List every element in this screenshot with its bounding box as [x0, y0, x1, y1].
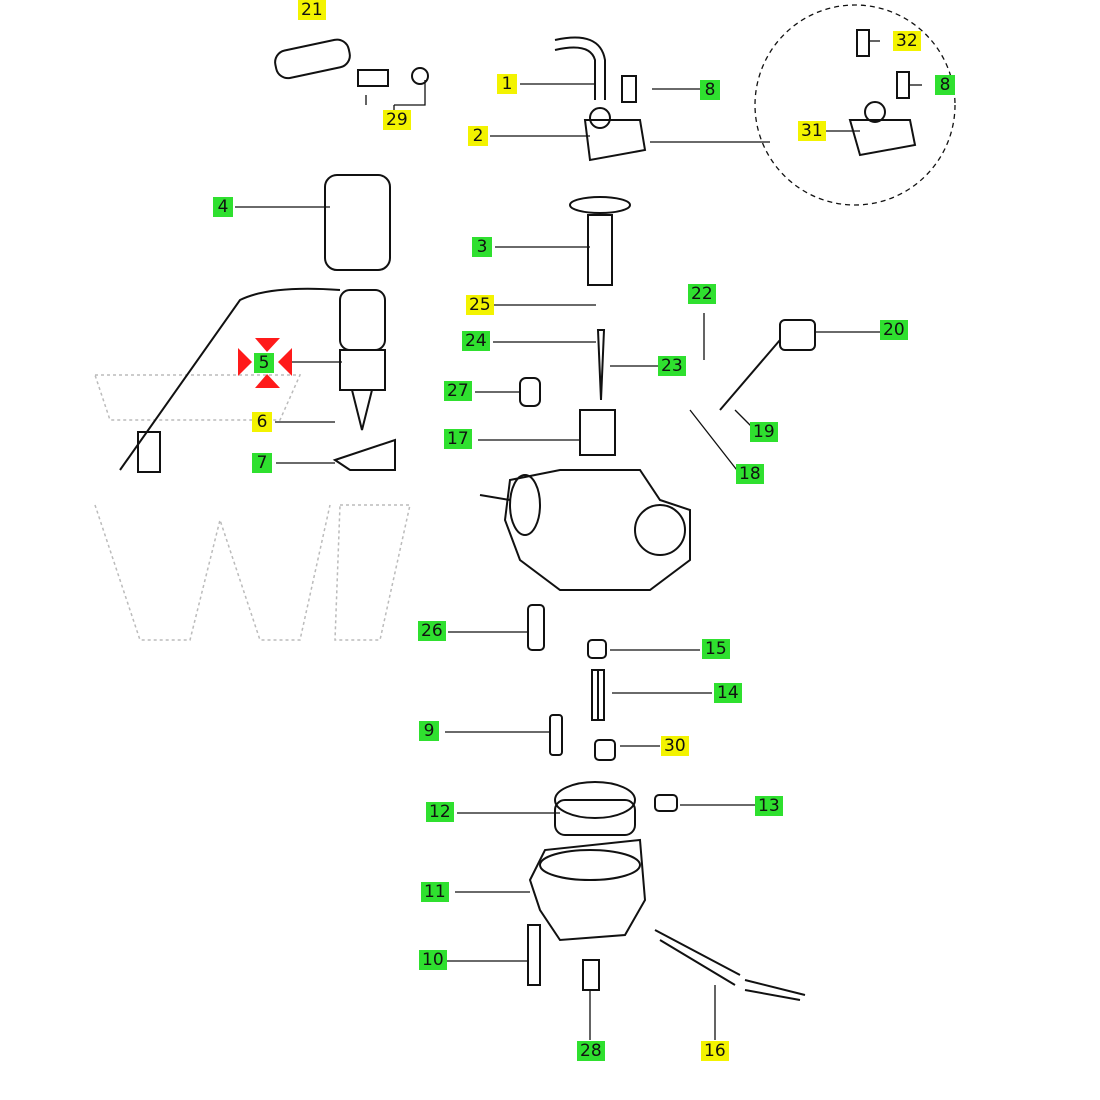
part-8-screw — [621, 75, 637, 103]
part-17-slide — [579, 409, 616, 456]
part-13 — [654, 794, 678, 812]
callout-32: 32 — [893, 31, 921, 51]
callout-18: 18 — [736, 464, 764, 484]
callout-24: 24 — [462, 331, 490, 351]
callout-25: 25 — [466, 295, 494, 315]
callout-17: 17 — [444, 429, 472, 449]
part-4-cap — [324, 174, 391, 271]
callout-12: 12 — [426, 802, 454, 822]
part-14 — [591, 669, 605, 721]
callout-6: 6 — [252, 412, 272, 432]
callout-11: 11 — [421, 882, 449, 902]
callout-28: 28 — [577, 1041, 605, 1061]
callout-1: 1 — [497, 74, 517, 94]
part-12-float — [554, 781, 636, 836]
part-7-bracket — [332, 438, 396, 471]
part-21-grip — [274, 38, 351, 80]
part-30 — [594, 739, 616, 761]
callout-26: 26 — [418, 621, 446, 641]
callout-27: 27 — [444, 381, 472, 401]
part-15 — [587, 639, 607, 659]
detail-circle — [754, 4, 956, 206]
part-31-valve — [848, 101, 917, 157]
part-1-hose — [554, 36, 606, 100]
part-20-cable — [719, 319, 816, 411]
callout-31: 31 — [798, 121, 826, 141]
part-29-screw — [357, 67, 429, 87]
callout-5: 5 — [254, 353, 274, 373]
part-carb-body — [479, 469, 691, 591]
callout-4: 4 — [213, 197, 233, 217]
callout-8-detail: 8 — [935, 75, 955, 95]
part-8b-screw — [896, 71, 910, 99]
callout-8: 8 — [700, 80, 720, 100]
callout-21: 21 — [298, 0, 326, 20]
callout-7: 7 — [252, 453, 272, 473]
callout-20: 20 — [880, 320, 908, 340]
callout-16: 16 — [701, 1041, 729, 1061]
callout-23: 23 — [658, 356, 686, 376]
part-3-needle-spring — [569, 196, 631, 286]
part-11-bowl — [528, 838, 647, 942]
part-16-tube — [654, 929, 806, 1001]
part-27 — [519, 377, 541, 407]
callout-3: 3 — [472, 237, 492, 257]
leader-lines — [235, 40, 922, 1040]
callout-9: 9 — [419, 721, 439, 741]
callout-13: 13 — [755, 796, 783, 816]
callout-19: 19 — [750, 422, 778, 442]
callout-15: 15 — [702, 639, 730, 659]
callout-29: 29 — [383, 110, 411, 130]
part-10-screw — [527, 924, 541, 986]
part-23-needle — [596, 329, 606, 401]
callout-30: 30 — [661, 736, 689, 756]
callout-22: 22 — [688, 284, 716, 304]
callout-2: 2 — [468, 126, 488, 146]
part-28-screw — [582, 959, 600, 991]
part-32-screw — [856, 29, 870, 57]
watermark — [93, 374, 411, 641]
part-26 — [527, 604, 545, 651]
part-2-valve — [583, 107, 647, 162]
part-9 — [549, 714, 563, 756]
callout-10: 10 — [419, 950, 447, 970]
part-5-sensor — [119, 287, 386, 473]
callout-14: 14 — [714, 683, 742, 703]
highlight-arrows — [238, 338, 292, 388]
